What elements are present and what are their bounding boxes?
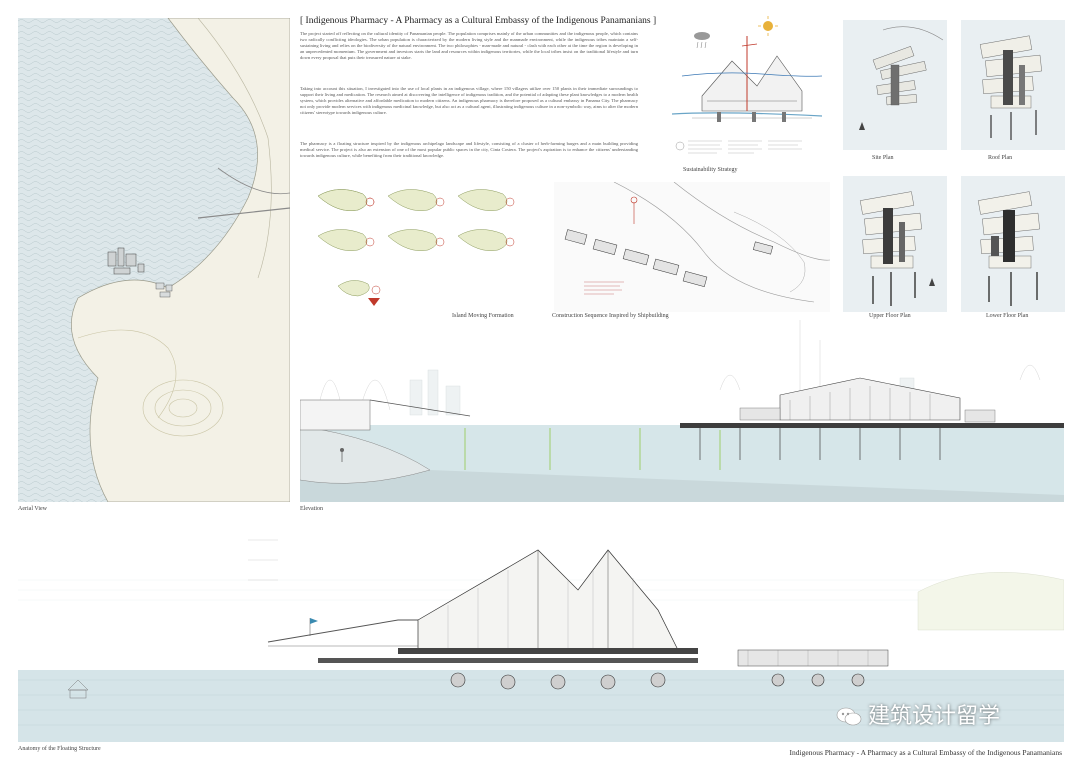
aerial-view-drawing	[18, 18, 290, 502]
intro-paragraph-2: Taking into account this situation, I in…	[300, 86, 638, 116]
aerial-view-panel	[18, 18, 290, 502]
intro-paragraph-1: The project started off reflecting on th…	[300, 31, 638, 61]
lower-floor-caption: Lower Floor Plan	[986, 313, 1029, 319]
scale-figure-icon	[340, 448, 344, 462]
anatomy-section-panel	[18, 520, 1064, 742]
island-formation-caption: Island Moving Formation	[452, 313, 514, 319]
sustainability-diagram	[662, 16, 832, 166]
site-plan	[843, 20, 947, 150]
flag-icon	[309, 618, 318, 636]
board-footer-title: Indigenous Pharmacy - A Pharmacy as a Cu…	[789, 748, 1062, 757]
elevation-panel	[300, 320, 1064, 502]
intro-paragraph-3: The pharmacy is a floating structure ins…	[300, 141, 638, 159]
elevation-caption: Elevation	[300, 506, 323, 512]
aerial-view-caption: Aerial View	[18, 506, 48, 512]
island-formation-diagram	[318, 186, 546, 312]
north-arrow-icon	[929, 278, 935, 286]
board-title: [ Indigenous Pharmacy - A Pharmacy as a …	[300, 16, 657, 26]
upper-floor-plan	[843, 176, 947, 312]
upper-floor-caption: Upper Floor Plan	[869, 313, 911, 319]
north-arrow-icon	[859, 122, 865, 130]
construction-sequence-diagram	[554, 182, 830, 312]
sun-icon	[758, 16, 778, 36]
sustainability-caption: Sustainability Strategy	[683, 167, 738, 173]
rain-cloud-icon	[694, 32, 710, 49]
construction-sequence-caption: Construction Sequence Inspired by Shipbu…	[552, 313, 669, 319]
lower-floor-plan	[961, 176, 1065, 312]
roof-plan-caption: Roof Plan	[988, 155, 1013, 161]
site-plan-caption: Site Plan	[872, 155, 894, 161]
floating-module-icon	[67, 679, 89, 699]
watermark-text: 建筑设计留学	[868, 704, 1001, 729]
anatomy-caption: Anatomy of the Floating Structure	[18, 746, 101, 752]
wechat-icon	[836, 706, 862, 728]
watermark: 建筑设计留学	[836, 698, 1000, 730]
roof-plan	[961, 20, 1065, 150]
